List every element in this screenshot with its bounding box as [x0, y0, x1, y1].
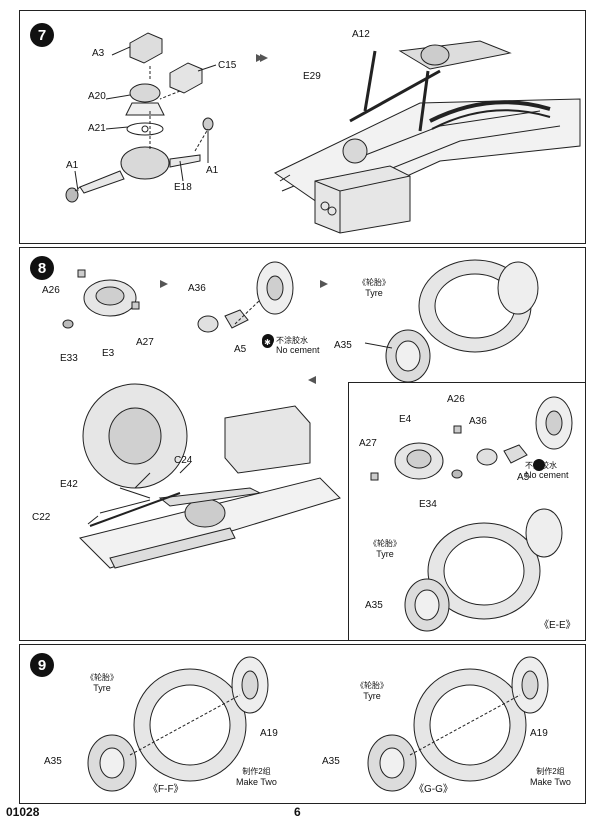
part-label-e29: E29 — [303, 71, 321, 82]
step-7-assembly-drawing — [65, 32, 581, 234]
right-part-label-a19: A19 — [530, 728, 548, 739]
part-label-a35: A35 — [334, 340, 352, 351]
no-cement-en: No cement — [276, 345, 320, 356]
inset-no-cement-note: 不涂胶水 No cement — [525, 461, 569, 481]
inset-part-label-e34: E34 — [419, 499, 437, 510]
part-label-a3: A3 — [92, 48, 105, 59]
inset-tyre-label: 《轮胎》Tyre — [369, 539, 401, 559]
inset-part-label-a27: A27 — [359, 438, 377, 449]
left-tyre-label: 《轮胎》Tyre — [86, 673, 118, 693]
part-label-a1-right: A1 — [206, 165, 219, 176]
left-view-label: 《F-F》 — [148, 784, 184, 795]
part-label-e42: E42 — [60, 479, 78, 490]
part-label-a36: A36 — [188, 283, 206, 294]
inset-view-label: 《E-E》 — [539, 620, 576, 631]
left-part-label-a35: A35 — [44, 756, 62, 767]
part-label-a12: A12 — [352, 29, 370, 40]
part-label-e18: E18 — [174, 182, 192, 193]
part-label-a21: A21 — [88, 123, 106, 134]
detail-inset-e-e: E4 A26 A36 A27 E34 A5 不涂胶水 No cement 《轮胎… — [348, 382, 585, 640]
product-code: 01028 — [6, 805, 40, 819]
no-cement-cn: 不涂胶水 — [276, 336, 308, 345]
page-number: 6 — [294, 805, 301, 819]
step-8-panel: 8 — [19, 247, 586, 641]
part-label-e33: E33 — [60, 353, 78, 364]
right-tyre-label: 《轮胎》Tyre — [356, 681, 388, 701]
tyre-label: 《轮胎》Tyre — [358, 278, 390, 298]
part-label-c15: C15 — [218, 60, 237, 71]
no-cement-note: ✱ 不涂胶水 No cement — [262, 336, 320, 356]
part-label-c22: C22 — [32, 512, 51, 523]
inset-part-label-a35: A35 — [365, 600, 383, 611]
step-8-assembly-drawing — [62, 259, 539, 569]
part-label-a1-left: A1 — [66, 160, 79, 171]
part-label-a5: A5 — [234, 344, 247, 355]
part-label-a27: A27 — [136, 337, 154, 348]
left-part-label-a19: A19 — [260, 728, 278, 739]
right-view-label: 《G-G》 — [414, 784, 453, 795]
inset-part-label-a26: A26 — [447, 394, 465, 405]
inset-part-label-a5: A5 — [517, 472, 530, 483]
step-number-badge: 8 — [30, 256, 54, 280]
inset-no-cement-en: No cement — [525, 470, 569, 481]
inset-no-cement-cn: 不涂胶水 — [525, 461, 557, 470]
inset-part-label-a36: A36 — [469, 416, 487, 427]
no-cement-icon: ✱ — [262, 337, 273, 348]
step-number-badge: 9 — [30, 653, 54, 677]
inset-part-label-e4: E4 — [399, 414, 412, 425]
step-9-assembly-drawing — [87, 656, 549, 792]
step-7-panel: 7 — [19, 10, 586, 244]
right-part-label-a35: A35 — [322, 756, 340, 767]
inset-assembly-drawing — [370, 396, 573, 632]
part-label-e3: E3 — [102, 348, 115, 359]
part-label-a20: A20 — [88, 91, 106, 102]
part-label-a26: A26 — [42, 285, 60, 296]
part-label-c24: C24 — [174, 455, 193, 466]
step-number-badge: 7 — [30, 23, 54, 47]
